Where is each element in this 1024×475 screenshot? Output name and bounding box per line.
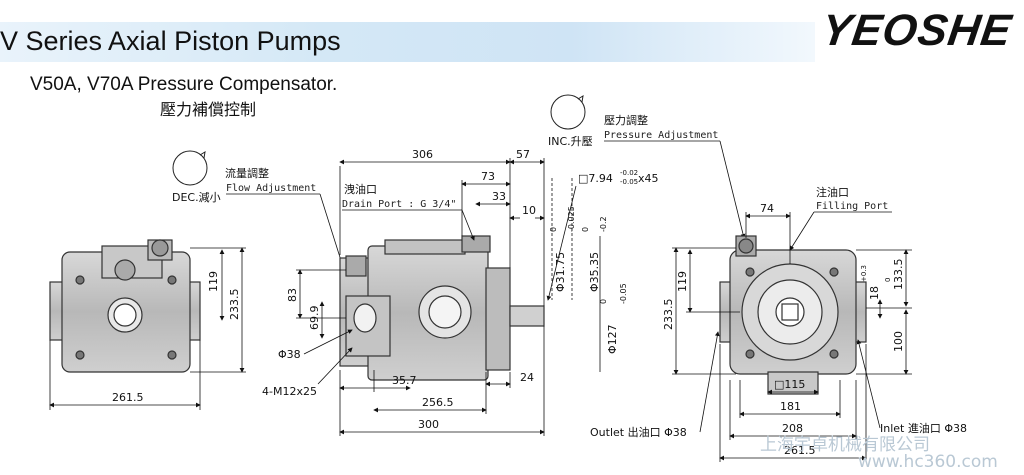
shaft3-dia: Φ127 <box>606 324 619 354</box>
dim-left-2335: 233.5 <box>228 289 241 321</box>
filling-port-en: Filling Port <box>816 201 888 212</box>
front-view-dimensions <box>49 247 246 410</box>
watermark-company: 上海宇卓机械有限公司 <box>760 435 930 455</box>
dec-knob-icon <box>172 150 208 186</box>
dim-left-width: 261.5 <box>112 391 144 404</box>
drain-port-cn: 洩油口 <box>344 182 377 196</box>
square-key-tol-top: -0.02 <box>620 169 638 177</box>
watermark-url: www.hc360.com <box>858 452 998 472</box>
dim-33: 33 <box>492 190 506 203</box>
inc-arrow-icon <box>577 95 584 103</box>
flow-adjust-cn: 流量調整 <box>225 166 269 180</box>
page-title: V Series Axial Piston Pumps <box>0 26 341 56</box>
dim-left-119: 119 <box>207 271 220 292</box>
dim-10: 10 <box>522 204 536 217</box>
shaft2-tol0: 0 <box>581 227 590 232</box>
drain-port-en: Drain Port : G 3/4" <box>342 199 456 210</box>
shaft-dimensions: Φ31.75 0 -0.025 Φ35.35 0 -0.2 Φ127 0 -0.… <box>549 206 628 354</box>
dim-right-2615: 261.5 <box>784 444 816 457</box>
shaft2-tol: -0.2 <box>599 216 608 232</box>
pressure-adjust-cn: 壓力調整 <box>604 113 648 127</box>
inlet-label: Inlet 進油口 Φ38 <box>880 421 967 435</box>
dim-57: 57 <box>516 148 530 161</box>
square-key: □7.94 <box>578 172 613 185</box>
dim-115: □115 <box>774 378 805 391</box>
side-view <box>339 235 545 381</box>
pressure-adjust-en: Pressure Adjustment <box>604 130 718 141</box>
dim-73: 73 <box>481 170 495 183</box>
model-subtitle: V50A, V70A Pressure Compensator. <box>30 74 338 95</box>
dim-2565: 256.5 <box>422 396 454 409</box>
dim-306: 306 <box>412 148 433 161</box>
shaft2-dia: Φ35.35 <box>588 252 601 292</box>
dim-181: 181 <box>780 400 801 413</box>
inc-knob-icon <box>550 94 586 130</box>
dim-300: 300 <box>418 418 439 431</box>
dec-arrow-icon <box>199 151 206 159</box>
side-view-dimensions <box>296 158 601 436</box>
dim-699: 69.9 <box>308 306 321 331</box>
dim-74: 74 <box>760 202 774 215</box>
dim-right-2335: 233.5 <box>662 299 675 331</box>
rear-view <box>719 235 867 395</box>
shaft1-tol0: 0 <box>549 227 558 232</box>
shaft3-tol0: 0 <box>599 299 608 304</box>
bore-label: Φ38 <box>278 348 301 361</box>
dim-18: 18 <box>868 286 881 300</box>
filling-port-cn: 注油口 <box>816 185 849 199</box>
dec-label: DEC.減小 <box>172 190 221 204</box>
shaft1-tol: -0.025 <box>567 206 576 232</box>
dim-83: 83 <box>286 288 299 302</box>
dim-right-119: 119 <box>676 271 689 292</box>
shaft3-tol: -0.05 <box>619 283 628 304</box>
square-key-len: x45 <box>638 172 659 185</box>
outlet-label: Outlet 出油口 Φ38 <box>590 425 687 439</box>
square-key-tol-bot: -0.05 <box>620 178 638 186</box>
dim-357: 35.7 <box>392 374 417 387</box>
model-subtitle-cn: 壓力補償控制 <box>160 100 257 119</box>
rear-view-dimensions <box>672 212 912 462</box>
dim-18-tol-bot: 0 <box>884 278 892 282</box>
bolts-label: 4-M12x25 <box>262 385 317 398</box>
inc-label: INC.升壓 <box>548 135 593 148</box>
title-banner <box>0 22 815 62</box>
dim-208: 208 <box>782 422 803 435</box>
front-view <box>49 239 201 373</box>
dim-100: 100 <box>892 331 905 352</box>
dim-24: 24 <box>520 371 534 384</box>
dim-18-tol-top: +0.3 <box>860 265 868 282</box>
flow-adjust-en: Flow Adjustment <box>226 183 316 194</box>
shaft1-dia: Φ31.75 <box>554 252 567 292</box>
dim-1335: 133.5 <box>892 259 905 291</box>
